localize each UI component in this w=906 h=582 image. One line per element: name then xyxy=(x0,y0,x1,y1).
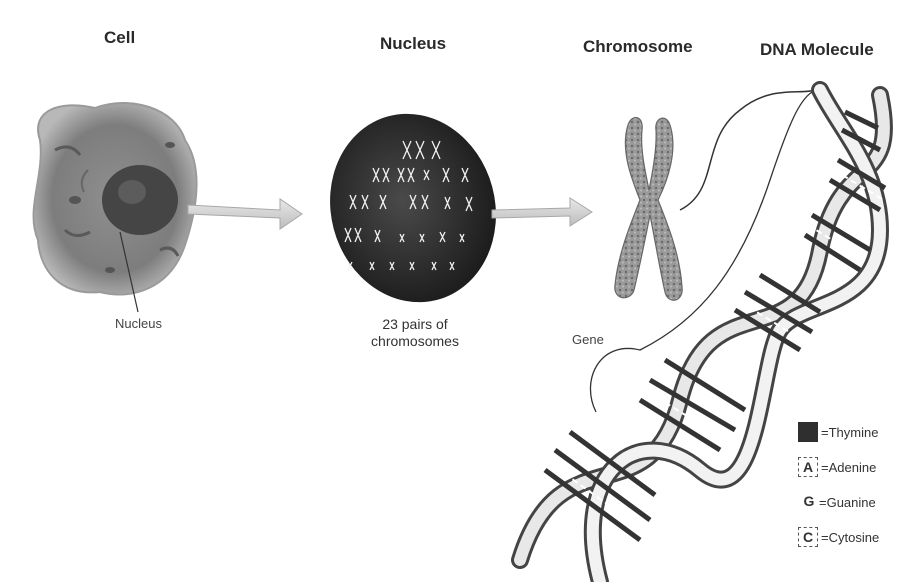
cytosine-swatch: C xyxy=(798,527,818,547)
legend-label-adenine: =Adenine xyxy=(821,460,876,475)
thymine-swatch xyxy=(798,422,818,442)
legend-label-cytosine: =Cytosine xyxy=(821,530,879,545)
label-cell-nucleus: Nucleus xyxy=(115,316,162,331)
legend-item-thymine: =Thymine xyxy=(798,422,878,442)
legend-item-cytosine: C =Cytosine xyxy=(798,527,879,547)
title-dna-molecule: DNA Molecule xyxy=(760,40,874,60)
title-chromosome: Chromosome xyxy=(583,37,693,57)
chromosome-illustration xyxy=(615,118,682,301)
title-nucleus: Nucleus xyxy=(380,34,446,54)
legend-item-adenine: A =Adenine xyxy=(798,457,876,477)
cell-illustration xyxy=(34,103,197,312)
legend-label-guanine: =Guanine xyxy=(819,495,876,510)
legend-label-thymine: =Thymine xyxy=(821,425,878,440)
label-chromosome-pairs: 23 pairs of chromosomes xyxy=(355,316,475,350)
adenine-swatch: A xyxy=(798,457,818,477)
nucleus-illustration xyxy=(309,95,517,321)
arrow-nucleus-to-chromosome xyxy=(492,198,592,226)
legend-item-guanine: G =Guanine xyxy=(798,492,876,512)
label-gene: Gene xyxy=(572,332,604,347)
guanine-swatch: G xyxy=(802,492,816,512)
arrow-cell-to-nucleus xyxy=(188,199,302,229)
title-cell: Cell xyxy=(104,28,135,48)
strand-line xyxy=(680,90,815,210)
